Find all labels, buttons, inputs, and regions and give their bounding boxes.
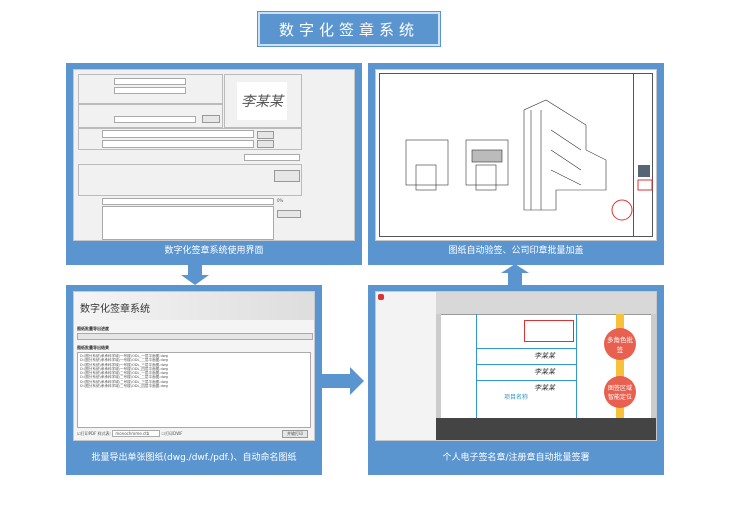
command-line: [436, 418, 656, 440]
arrow-down: [188, 265, 202, 275]
export-progress-bar: [77, 333, 313, 340]
progress-label: 图纸批量导出进度: [77, 326, 109, 331]
progress-percent: 0%: [277, 198, 284, 203]
arrow-right-head: [350, 367, 364, 395]
style-label: 样式表:: [97, 431, 112, 436]
signature-preview: 李某某: [237, 82, 287, 120]
export-screenshot: 数字化签章系统 图纸批量导出进度 图纸批量导出结果 D:\图分系统\承承科学城\…: [73, 291, 315, 441]
file-list-item[interactable]: D:\图分系统\承承科学城\二号楼\ODL_二层平面图.dwg: [80, 375, 168, 380]
multi-role-badge: 多角色批签: [604, 328, 636, 360]
caption-export: 批量导出单张图纸(dwg./dwf./pdf.)、自动命名图纸: [91, 453, 297, 463]
file-list-item[interactable]: D:\图分系统\承承科学城\二号楼\ODL_三层平面图.dwg: [80, 379, 168, 384]
file-list-item[interactable]: D:\图分系统\承承科学城\一号楼\ODL_二层平面图.dwg: [80, 358, 168, 363]
arrow-up: [508, 272, 522, 285]
file-list-item[interactable]: D:\图分系统\承承科学城\二号楼\ODL_四层平面图.dwg: [80, 384, 168, 389]
caption-sign: 个人电子签名章/注册章自动批量签署: [442, 453, 590, 463]
arrow-down-head: [181, 275, 209, 285]
signature-3: 李某某: [534, 384, 555, 392]
app-logo-icon: [378, 294, 384, 300]
panel-sign: 李某某 李某某 李某某 项目名称 多角色批签 图签区域智能定位 个人电子签名章/…: [368, 285, 664, 475]
sign-sidebar: [376, 292, 437, 440]
file-list-item[interactable]: D:\图分系统\承承科学城\一号楼\ODL_一层平面图.dwg: [80, 354, 168, 358]
print-pdf-label: 打印PDF: [80, 431, 97, 436]
smart-locate-badge: 图签区域智能定位: [604, 376, 636, 408]
building-section-drawing: [405, 99, 653, 221]
arrow-right: [322, 374, 352, 388]
signing-ui-screenshot: 李某某 0%: [73, 69, 355, 241]
caption-ui: 数字化签章系统使用界面: [164, 246, 264, 256]
drawing-screenshot: [375, 69, 657, 241]
panel-stamp: 图纸自动验签、公司印章批量加盖: [368, 63, 664, 265]
panel-export: 数字化签章系统 图纸批量导出进度 图纸批量导出结果 D:\图分系统\承承科学城\…: [66, 285, 322, 475]
signature-1: 李某某: [534, 352, 555, 360]
project-name: 项目名称: [504, 394, 529, 401]
style-select[interactable]: monochrome.ctb: [112, 430, 161, 437]
file-list-item[interactable]: D:\图分系统\承承科学城\二号楼\ODL_一层平面图.dwg: [80, 371, 168, 376]
signature-2: 李某某: [534, 368, 555, 376]
company-seal-icon: [611, 199, 633, 221]
file-list-item[interactable]: D:\图分系统\承承科学城\一号楼\ODL_四层平面图.dwg: [80, 366, 168, 371]
panel-ui: 李某某 0% 数字化签章系统使用界面: [66, 63, 362, 265]
print-dwf-checkbox[interactable]: 打印DWF: [165, 431, 183, 436]
cad-toolbar: [436, 292, 656, 315]
page-title: 数字化签章系统: [257, 11, 441, 47]
batch-print-button[interactable]: 并输打印: [282, 430, 308, 438]
caption-stamp: 图纸自动验签、公司印章批量加盖: [448, 246, 584, 256]
result-label: 图纸批量导出结果: [77, 345, 109, 350]
app-title: 数字化签章系统: [74, 292, 314, 320]
arrow-up-head: [501, 264, 529, 273]
cad-screenshot: 李某某 李某某 李某某 项目名称 多角色批签 图签区域智能定位: [375, 291, 657, 441]
print-pdf-checkbox[interactable]: ☑: [77, 431, 81, 436]
file-list-item[interactable]: D:\图分系统\承承科学城\一号楼\ODL_三层平面图.dwg: [80, 362, 168, 367]
